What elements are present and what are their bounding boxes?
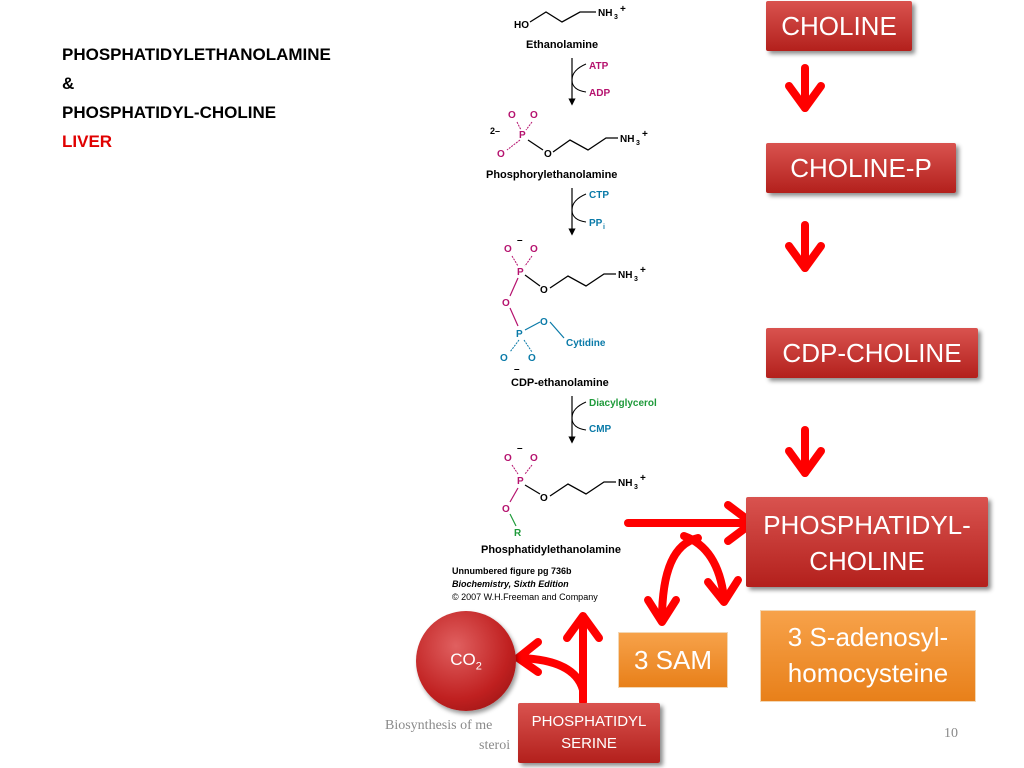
cdp-p-bottom: P	[516, 329, 523, 340]
cdp-o-link: O	[540, 285, 548, 296]
arrow-curve-to-sah	[680, 532, 742, 606]
cdp-nh3: NH	[618, 270, 632, 281]
ethanolamine-label: Ethanolamine	[526, 39, 598, 51]
step-1-adp: ADP	[589, 88, 610, 99]
step-2-arrow: CTP PP i	[568, 188, 609, 236]
cdp-ethanolamine-structure: – O O P O NH 3 + O P O Cytidine O O – CD…	[500, 235, 646, 389]
page-number: 10	[944, 726, 958, 741]
sah-box: 3 S-adenosyl- homocysteine	[760, 610, 976, 702]
phosphoryl-nh3: NH	[620, 134, 634, 145]
cdp-o-bottom-left: O	[500, 353, 508, 364]
sam-label: 3 SAM	[633, 645, 713, 675]
subscript-3-a: 3	[614, 14, 618, 21]
phosphorylethanolamine-structure: O O 2– P O O NH 3 + Phosphorylethanolami…	[486, 110, 648, 181]
step-1-arrow: ATP ADP	[568, 58, 610, 106]
arrow-curve-to-sam	[644, 534, 702, 626]
co2-label: CO2	[450, 649, 482, 673]
cdp-ethanolamine-label: CDP-ethanolamine	[511, 377, 609, 389]
phosphatidylserine-line-1: PHOSPHATIDYL	[531, 713, 647, 730]
cdp-o-bridge: O	[502, 298, 510, 309]
figure-caption: Unnumbered figure pg 736b Biochemistry, …	[452, 566, 598, 602]
cdp-cytidine: Cytidine	[566, 338, 606, 349]
cdp-choline-box: CDP-CHOLINE	[766, 328, 978, 378]
cdp-o-top-left: O	[504, 244, 512, 255]
plus-sign-a: +	[620, 4, 626, 15]
caption-line-2: Biochemistry, Sixth Edition	[452, 579, 569, 589]
cdp-choline-label: CDP-CHOLINE	[782, 338, 962, 368]
plus-sign-b: +	[642, 129, 648, 140]
ethanolamine-structure: HO NH 3 + Ethanolamine	[514, 4, 626, 51]
choline-box: CHOLINE	[766, 1, 912, 51]
ethanolamine-nh3: NH	[598, 8, 612, 19]
arrow-ps-to-co2	[514, 638, 587, 694]
arrow-choline-to-cholinep	[785, 64, 825, 112]
subscript-i: i	[603, 224, 605, 231]
sah-line-2: homocysteine	[787, 658, 949, 688]
title-line-1: PHOSPHATIDYLETHANOLAMINE	[62, 45, 331, 64]
sam-box: 3 SAM	[618, 632, 728, 688]
step-1-atp: ATP	[589, 61, 609, 72]
pe-minus: –	[517, 443, 523, 454]
caption-line-3: © 2007 W.H.Freeman and Company	[452, 592, 598, 602]
title-line-2: &	[62, 74, 75, 93]
sah-line-1: 3 S-adenosyl-	[787, 622, 949, 652]
footer-line-2: steroi	[479, 738, 511, 753]
pe-o-top-right: O	[530, 453, 538, 464]
footer-line-1: Biosynthesis of me	[385, 718, 493, 733]
cdp-minus-bottom: –	[514, 364, 520, 375]
step-2-ppi: PP	[589, 218, 603, 229]
co2-circle: CO2	[416, 611, 516, 711]
phosphoryl-o-top-right: O	[530, 110, 538, 121]
phosphatidylethanolamine-structure: – O O P O NH 3 + O R Phosphatidylethanol…	[481, 443, 646, 556]
pe-p: P	[517, 476, 524, 487]
caption-line-1: Unnumbered figure pg 736b	[452, 566, 572, 576]
title-line-3: PHOSPHATIDYL-CHOLINE	[62, 103, 277, 122]
cdp-o-cytidine: O	[540, 317, 548, 328]
phosphatidylcholine-box: PHOSPHATIDYL- CHOLINE	[746, 497, 988, 587]
title-line-4: LIVER	[62, 132, 113, 151]
ethanolamine-ho: HO	[514, 20, 529, 31]
footer-text: Biosynthesis of me steroi	[375, 716, 675, 756]
phosphoryl-o-bottom: O	[497, 149, 505, 160]
pe-nh3: NH	[618, 478, 632, 489]
phosphoryl-o-link: O	[544, 149, 552, 160]
title-block: PHOSPHATIDYLETHANOLAMINE & PHOSPHATIDYL-…	[62, 40, 331, 156]
step-3-diacylglycerol: Diacylglycerol	[589, 398, 657, 409]
pe-o-top-left: O	[504, 453, 512, 464]
phosphoryl-p: P	[519, 130, 526, 141]
step-3-cmp: CMP	[589, 424, 612, 435]
subscript-3-d: 3	[634, 484, 638, 491]
phosphatidylserine-line-2: SERINE	[561, 735, 617, 752]
phosphoryl-charge: 2–	[490, 126, 500, 136]
choline-p-box: CHOLINE-P	[766, 143, 956, 193]
step-2-ctp: CTP	[589, 190, 609, 201]
subscript-3-c: 3	[634, 276, 638, 283]
pe-o-r: O	[502, 504, 510, 515]
cdp-minus-top: –	[517, 235, 523, 246]
phosphatidylcholine-line-2: CHOLINE	[809, 546, 925, 576]
cdp-o-top-right: O	[530, 244, 538, 255]
phosphatidylcholine-line-1: PHOSPHATIDYL-	[763, 510, 971, 540]
plus-sign-d: +	[640, 473, 646, 484]
arrow-cdp-to-pc	[785, 426, 825, 477]
pe-o-link: O	[540, 493, 548, 504]
cdp-o-bottom-right: O	[528, 353, 536, 364]
phosphatidylserine-box: PHOSPHATIDYL SERINE	[518, 703, 660, 763]
phosphatidylethanolamine-label: Phosphatidylethanolamine	[481, 544, 621, 556]
cdp-p-top: P	[517, 267, 524, 278]
phosphoryl-o-top-left: O	[508, 110, 516, 121]
phosphorylethanolamine-label: Phosphorylethanolamine	[486, 169, 617, 181]
step-3-arrow: Diacylglycerol CMP	[568, 396, 657, 444]
choline-p-label: CHOLINE-P	[790, 153, 932, 183]
choline-label: CHOLINE	[781, 11, 897, 41]
subscript-3-b: 3	[636, 140, 640, 147]
plus-sign-c: +	[640, 265, 646, 276]
pe-r: R	[514, 528, 522, 539]
red-down-arrows	[785, 64, 825, 477]
arrow-cholinep-to-cdp	[785, 221, 825, 272]
